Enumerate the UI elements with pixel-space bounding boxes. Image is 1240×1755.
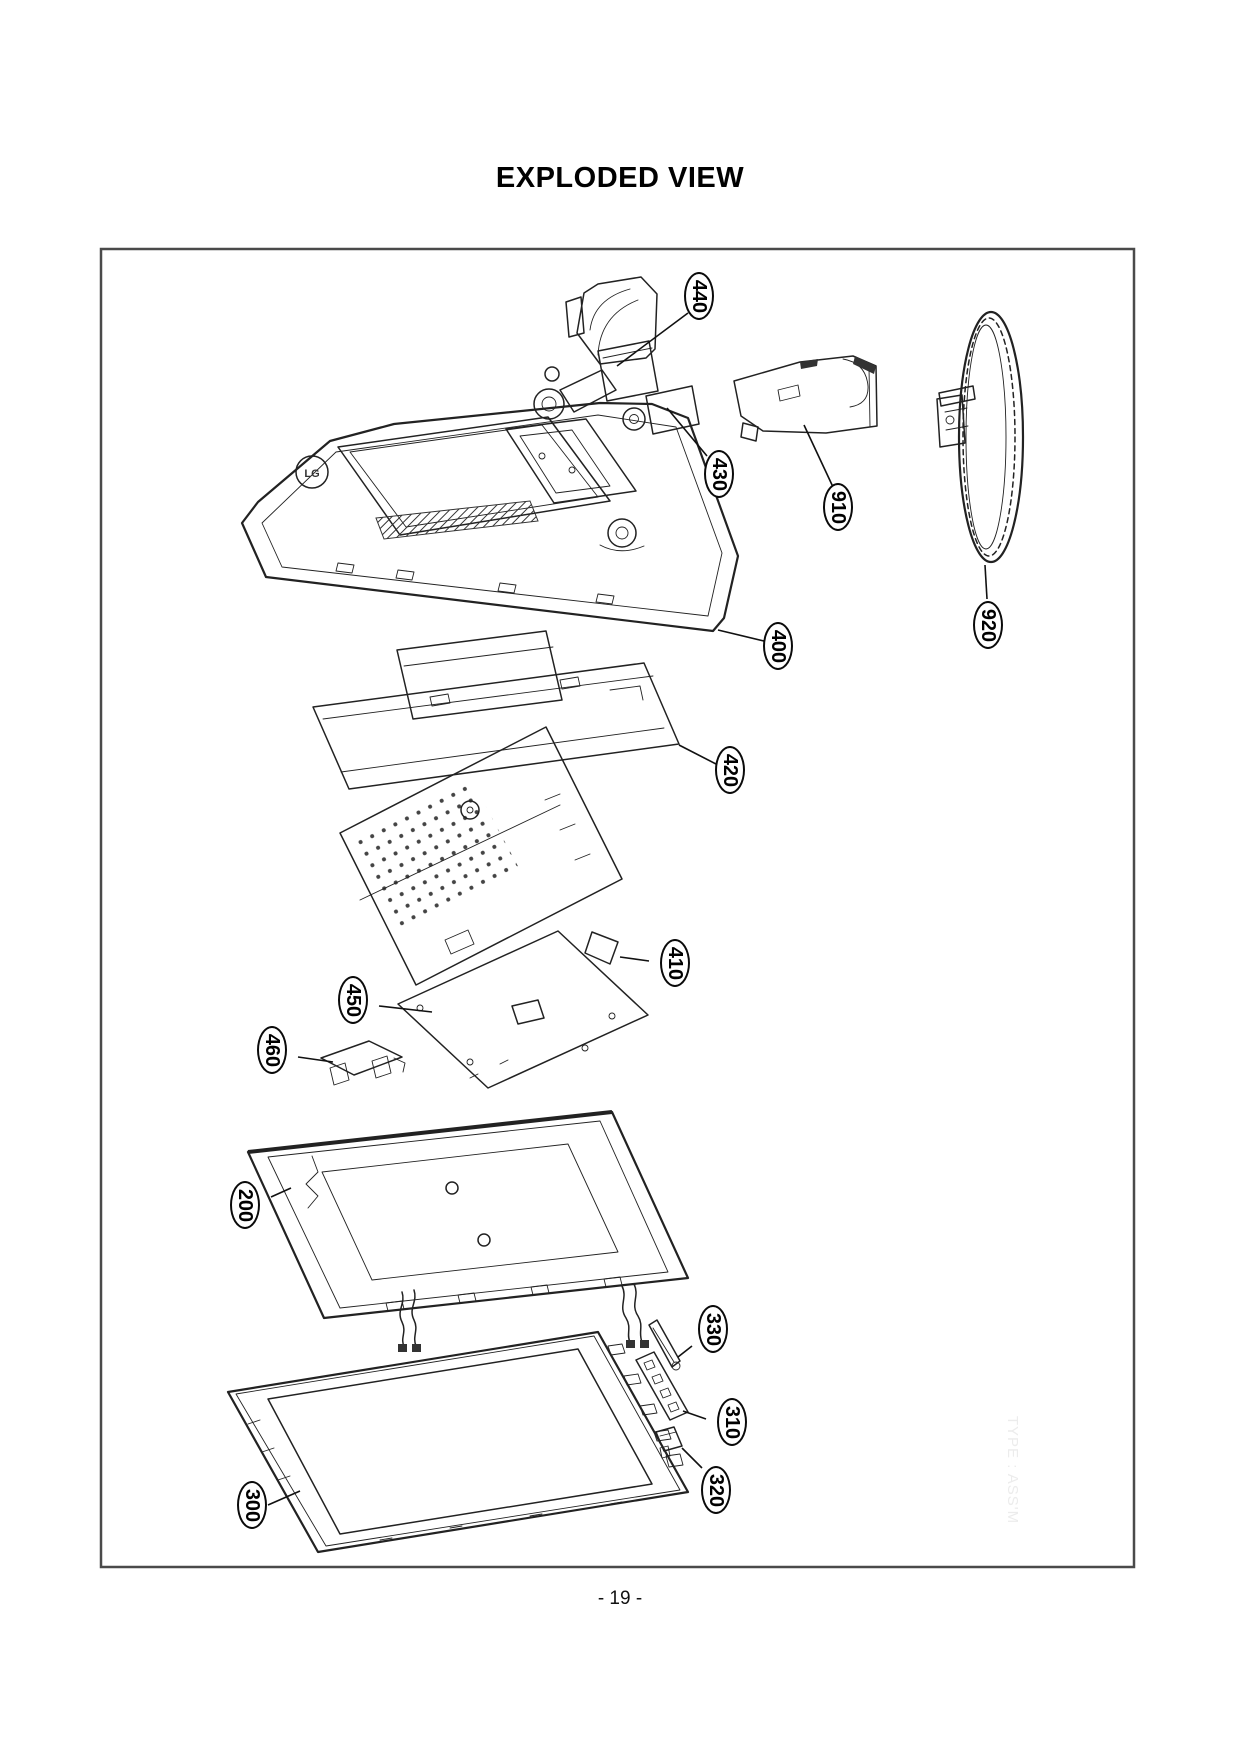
callout-310: 310 xyxy=(717,1398,747,1446)
callout-310-label: 310 xyxy=(721,1405,744,1439)
part-420-shield-cover xyxy=(312,630,680,790)
part-200-lcd-module xyxy=(246,1110,690,1352)
callout-330-label: 330 xyxy=(702,1312,725,1346)
part-450-main-pcb xyxy=(397,930,649,1089)
callout-320-label: 320 xyxy=(705,1473,728,1507)
page-title: EXPLODED VIEW xyxy=(495,162,745,194)
callout-200-label: 200 xyxy=(234,1188,257,1222)
part-440-hinge-cover xyxy=(565,276,658,365)
watermark: TYPE : ASS'M xyxy=(1004,1416,1021,1524)
diagram-frame xyxy=(99,247,1136,1569)
callout-430-label: 430 xyxy=(708,457,731,491)
callout-440: 440 xyxy=(684,272,714,320)
callout-910: 910 xyxy=(823,483,853,531)
callout-300: 300 xyxy=(237,1481,267,1529)
callout-430: 430 xyxy=(704,450,734,498)
callout-460-label: 460 xyxy=(261,1033,284,1067)
callout-460: 460 xyxy=(257,1026,287,1074)
lg-logo: LG xyxy=(304,468,319,480)
part-910-stand-body xyxy=(733,355,878,442)
callout-910-label: 910 xyxy=(827,490,850,524)
callout-420: 420 xyxy=(715,746,745,794)
part-300-front-bezel xyxy=(226,1330,690,1554)
callout-400-label: 400 xyxy=(767,629,790,663)
leader-lines xyxy=(267,312,988,1506)
part-310-button-board xyxy=(635,1351,689,1421)
callout-920: 920 xyxy=(973,601,1003,649)
callout-320: 320 xyxy=(701,1466,731,1514)
callout-450: 450 xyxy=(338,976,368,1024)
callout-410: 410 xyxy=(660,939,690,987)
callout-300-label: 300 xyxy=(241,1488,264,1522)
callout-440-label: 440 xyxy=(688,279,711,313)
part-460-bracket xyxy=(320,1040,406,1086)
callout-400: 400 xyxy=(763,622,793,670)
part-330-bar xyxy=(648,1319,681,1371)
callout-410-label: 410 xyxy=(664,946,687,980)
callout-920-label: 920 xyxy=(977,608,1000,642)
part-430-hinge-body xyxy=(533,340,700,435)
callout-450-label: 450 xyxy=(342,983,365,1017)
page-number: - 19 - xyxy=(597,1588,643,1609)
part-920-stand-base xyxy=(936,310,1025,564)
callout-420-label: 420 xyxy=(719,753,742,787)
part-400-rear-cover: LG xyxy=(240,401,740,633)
part-410-main-frame xyxy=(339,726,623,986)
callout-330: 330 xyxy=(698,1305,728,1353)
callout-200: 200 xyxy=(230,1181,260,1229)
